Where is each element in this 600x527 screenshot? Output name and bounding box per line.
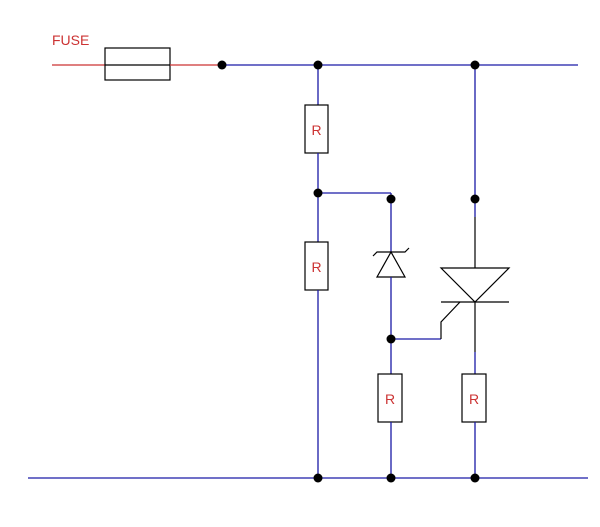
junction-dot [386,194,396,204]
fuse-label: FUSE [52,32,89,48]
junction-dot [470,60,480,70]
resistor-upper [304,104,329,154]
zener-diode [375,250,407,278]
junction-dot [470,473,480,483]
gate-lead [440,301,461,339]
junction-dot [313,188,323,198]
junction-dot [386,334,396,344]
junction-dot [313,60,323,70]
resistor-scr [461,373,487,423]
fuse [104,47,171,81]
resistor-zener-label: R [385,391,395,407]
junction-dot [470,194,480,204]
resistor-zener [377,373,403,423]
resistor-lower-label: R [311,259,321,275]
resistor-upper-label: R [311,122,321,138]
junction-dot [313,473,323,483]
junction-dot [217,60,227,70]
resistor-scr-label: R [469,391,479,407]
thyristor [439,267,511,303]
resistor-lower [304,241,329,291]
junction-dot [386,473,396,483]
zener-diode-bar [372,247,410,257]
